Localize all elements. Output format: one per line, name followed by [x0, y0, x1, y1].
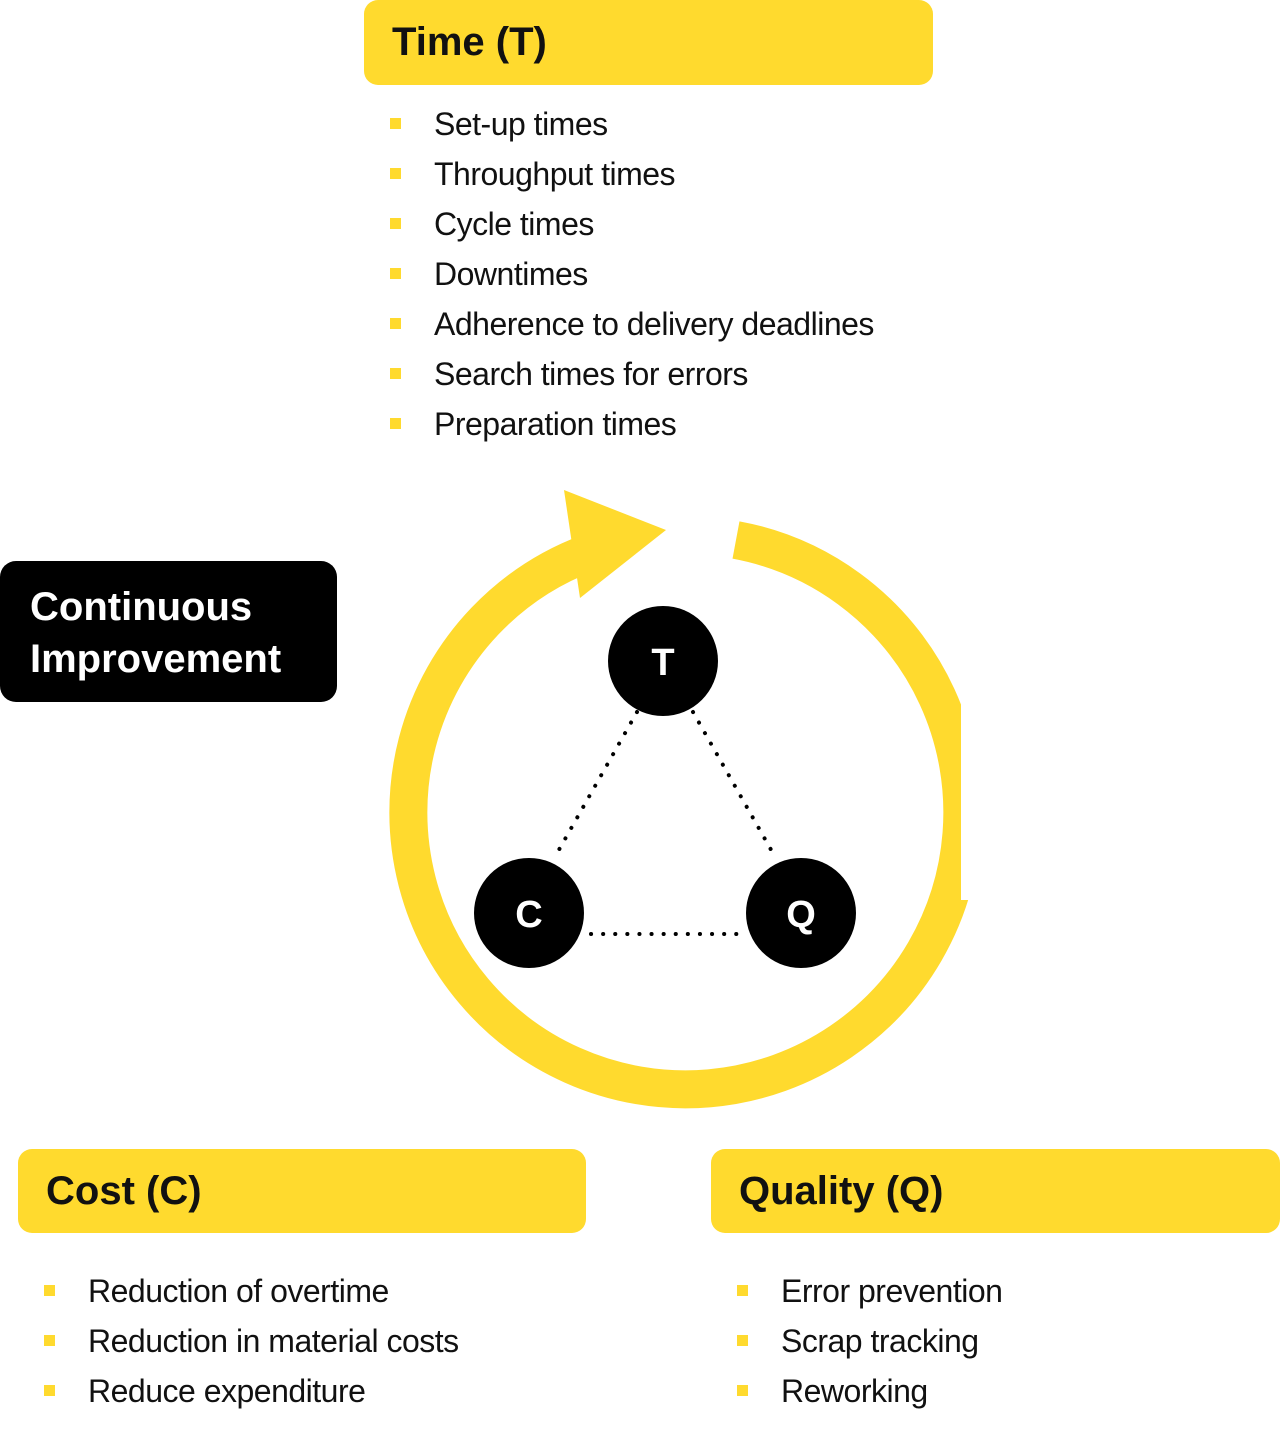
bullet-square-icon	[390, 118, 401, 129]
list-item-label: Reworking	[781, 1373, 928, 1409]
list-item: Throughput times	[390, 149, 874, 199]
cycle-arrowhead	[564, 490, 666, 598]
list-item: Set-up times	[390, 99, 874, 149]
bullet-square-icon	[390, 318, 401, 329]
bullet-square-icon	[737, 1285, 748, 1296]
cost-list: Reduction of overtime Reduction in mater…	[44, 1266, 459, 1416]
bullet-square-icon	[390, 368, 401, 379]
node-c-label: C	[515, 894, 542, 936]
ci-line-1: Continuous	[30, 585, 253, 629]
list-item-label: Adherence to delivery deadlines	[434, 306, 874, 342]
node-q-label: Q	[786, 894, 816, 936]
list-item: Reworking	[737, 1366, 1002, 1416]
list-item-label: Reduction of overtime	[88, 1273, 389, 1309]
list-item-label: Set-up times	[434, 106, 608, 142]
cycle-ring	[389, 521, 982, 1109]
cost-header: Cost (C)	[18, 1149, 586, 1233]
continuous-improvement-label: Continuous Improvement	[0, 561, 337, 702]
list-item-label: Throughput times	[434, 156, 676, 192]
list-item-label: Error prevention	[781, 1273, 1003, 1309]
list-item: Reduce expenditure	[44, 1366, 459, 1416]
ring-edge-mask	[961, 700, 1001, 900]
node-q: Q	[746, 858, 856, 968]
bullet-square-icon	[390, 268, 401, 279]
bullet-square-icon	[737, 1335, 748, 1346]
list-item-label: Reduce expenditure	[88, 1373, 366, 1409]
quality-list: Error prevention Scrap tracking Reworkin…	[737, 1266, 1003, 1416]
node-t: T	[608, 606, 718, 716]
list-item: Adherence to delivery deadlines	[390, 299, 874, 349]
bullet-square-icon	[44, 1285, 55, 1296]
bullet-square-icon	[390, 168, 401, 179]
bullet-square-icon	[44, 1335, 55, 1346]
quality-header: Quality (Q)	[711, 1149, 1280, 1233]
time-header: Time (T)	[364, 0, 933, 85]
list-item-label: Reduction in material costs	[88, 1323, 459, 1359]
bullet-square-icon	[390, 218, 401, 229]
list-item: Reduction of overtime	[44, 1266, 459, 1316]
list-item: Preparation times	[390, 399, 874, 449]
list-item-label: Preparation times	[434, 406, 677, 442]
time-list: Set-up times Throughput times Cycle time…	[390, 99, 874, 449]
list-item: Search times for errors	[390, 349, 874, 399]
list-item-label: Scrap tracking	[781, 1323, 979, 1359]
node-t-label: T	[651, 642, 674, 684]
bullet-square-icon	[44, 1385, 55, 1396]
bullet-square-icon	[390, 418, 401, 429]
list-item: Reduction in material costs	[44, 1316, 459, 1366]
list-item-label: Downtimes	[434, 256, 588, 292]
list-item: Cycle times	[390, 199, 874, 249]
list-item: Downtimes	[390, 249, 874, 299]
list-item: Error prevention	[737, 1266, 1003, 1316]
node-c: C	[474, 858, 584, 968]
bullet-square-icon	[737, 1385, 748, 1396]
connector-t-q	[691, 710, 776, 857]
connector-t-c	[554, 710, 639, 857]
list-item: Scrap tracking	[737, 1316, 1002, 1366]
list-item-label: Search times for errors	[434, 356, 748, 392]
ci-line-2: Improvement	[30, 637, 282, 681]
list-item-label: Cycle times	[434, 206, 594, 242]
